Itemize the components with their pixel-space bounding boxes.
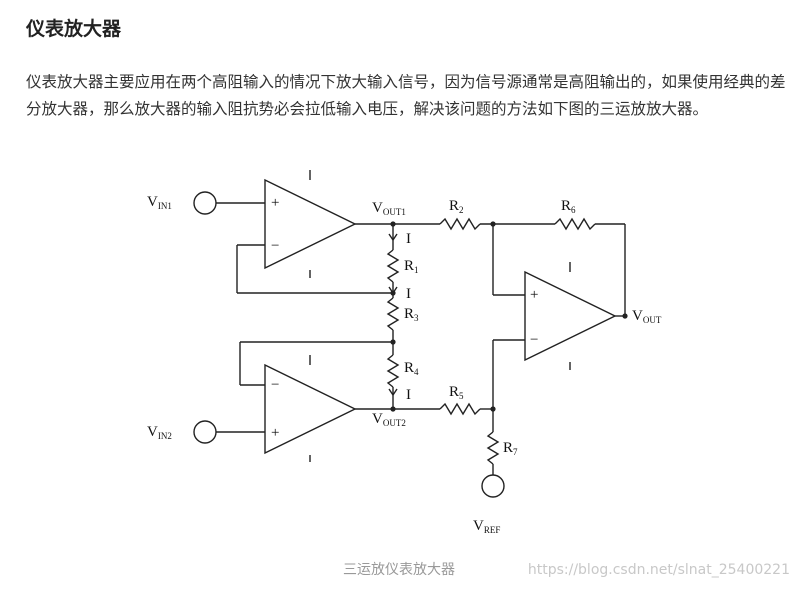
vin1-source bbox=[193, 191, 217, 215]
resistor-r2 bbox=[439, 217, 481, 231]
label-vout2: VOUT2 bbox=[372, 411, 406, 428]
opamp-output-plus: + bbox=[530, 287, 538, 303]
article-title: 仪表放大器 bbox=[26, 18, 122, 40]
opamp-top-minus: − bbox=[271, 238, 279, 254]
resistor-r7 bbox=[486, 431, 500, 465]
label-current-2: I bbox=[406, 286, 411, 302]
figure-caption: 三运放仪表放大器 bbox=[343, 562, 455, 578]
label-r1: R1 bbox=[404, 258, 419, 275]
resistor-r1 bbox=[386, 249, 400, 283]
opamp-top bbox=[264, 178, 357, 270]
label-vout1: VOUT1 bbox=[372, 200, 406, 217]
label-r2: R2 bbox=[449, 198, 464, 215]
label-current-3: I bbox=[406, 387, 411, 403]
label-vin1: VIN1 bbox=[147, 194, 172, 211]
label-r3: R3 bbox=[404, 306, 419, 323]
article-paragraph: 仪表放大器主要应用在两个高阻输入的情况下放大输入信号，因为信号源通常是高阻输出的… bbox=[26, 73, 786, 118]
vin2-source bbox=[193, 420, 217, 444]
opamp-bottom-plus: + bbox=[271, 425, 279, 441]
label-r4: R4 bbox=[404, 360, 419, 377]
opamp-output-minus: − bbox=[530, 332, 538, 348]
label-r6: R6 bbox=[561, 198, 576, 215]
vref-source bbox=[481, 474, 505, 498]
resistor-r6 bbox=[554, 217, 596, 231]
opamp-bottom-minus: − bbox=[271, 377, 279, 393]
label-vref: VREF bbox=[473, 518, 500, 535]
resistor-r5 bbox=[439, 402, 481, 416]
label-current-1: I bbox=[406, 231, 411, 247]
resistor-r4 bbox=[386, 354, 400, 388]
opamp-bottom bbox=[264, 363, 357, 455]
label-vout: VOUT bbox=[632, 308, 662, 325]
opamp-output bbox=[524, 270, 617, 362]
label-r5: R5 bbox=[449, 384, 464, 401]
three-opamp-circuit-diagram: + − − + + − VIN1 VIN2 VOUT1 VOUT2 VOUT V… bbox=[147, 170, 662, 535]
resistor-r3 bbox=[386, 297, 400, 331]
watermark: https://blog.csdn.net/slnat_25400221 bbox=[527, 562, 790, 578]
opamp-top-plus: + bbox=[271, 195, 279, 211]
label-r7: R7 bbox=[503, 440, 518, 457]
label-vin2: VIN2 bbox=[147, 424, 172, 441]
